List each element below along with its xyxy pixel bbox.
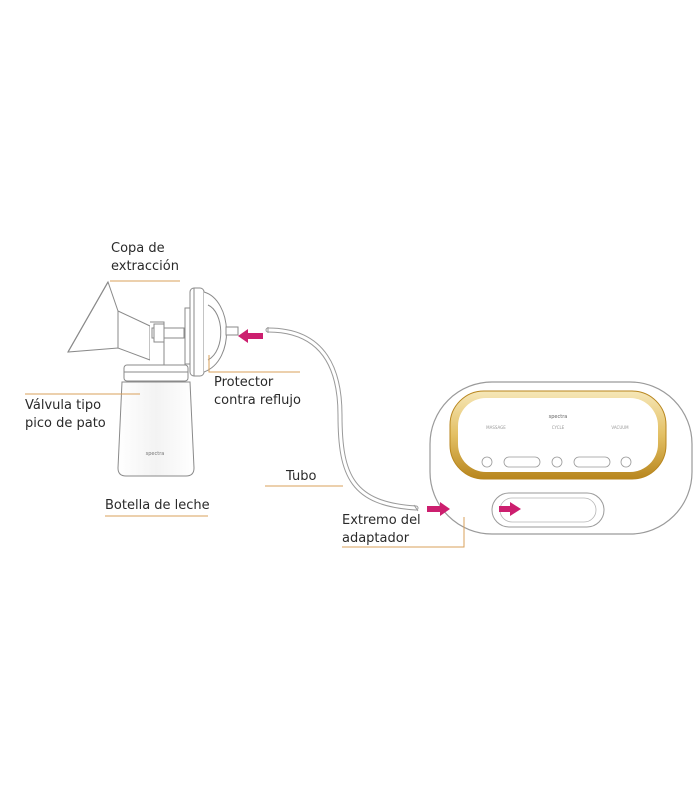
connector-neck (151, 327, 185, 339)
label-funnel-line2: extracción (111, 259, 179, 274)
mode-label-massage: MASSAGE (486, 425, 506, 430)
tube (265, 327, 419, 512)
label-adapter-line1: Extremo del (342, 513, 421, 528)
label-valve-line2: pico de pato (25, 416, 106, 431)
breast-shield (67, 280, 165, 367)
connector-ring (153, 323, 165, 343)
pump-device: spectra MASSAGE CYCLE VACUUM (429, 381, 693, 535)
leader-adapter (342, 517, 465, 548)
massage-rocker-button (503, 456, 541, 468)
milk-bottle: spectra (117, 381, 195, 477)
arrows (238, 329, 521, 516)
leader-backflow (208, 355, 300, 373)
mode-button-icon (551, 456, 563, 468)
arrow-adapter-right-icon (499, 502, 521, 516)
mode-label-vacuum: VACUUM (611, 425, 629, 430)
label-backflow-line1: Protector (214, 375, 274, 390)
backflow-protector (184, 287, 239, 377)
power-button-icon (481, 456, 493, 468)
label-backflow-line2: contra reflujo (214, 393, 301, 408)
pump-kit: spectra (67, 280, 239, 477)
label-bottle: Botella de leche (105, 498, 210, 513)
tube-socket (491, 492, 605, 528)
vacuum-rocker-button (573, 456, 611, 468)
arrow-backflow-icon (238, 329, 263, 343)
control-panel (458, 398, 658, 472)
label-adapter-line2: adaptador (342, 531, 410, 546)
arrow-adapter-left-icon (427, 502, 450, 516)
device-brand: spectra (549, 414, 568, 420)
light-button-icon (620, 456, 632, 468)
svg-text:spectra: spectra (146, 451, 165, 457)
label-valve-line1: Válvula tipo (25, 398, 102, 413)
label-funnel-line1: Copa de (111, 241, 165, 256)
leader-lines (25, 280, 465, 548)
label-tube: Tubo (286, 469, 317, 484)
mode-label-cycle: CYCLE (552, 425, 565, 430)
